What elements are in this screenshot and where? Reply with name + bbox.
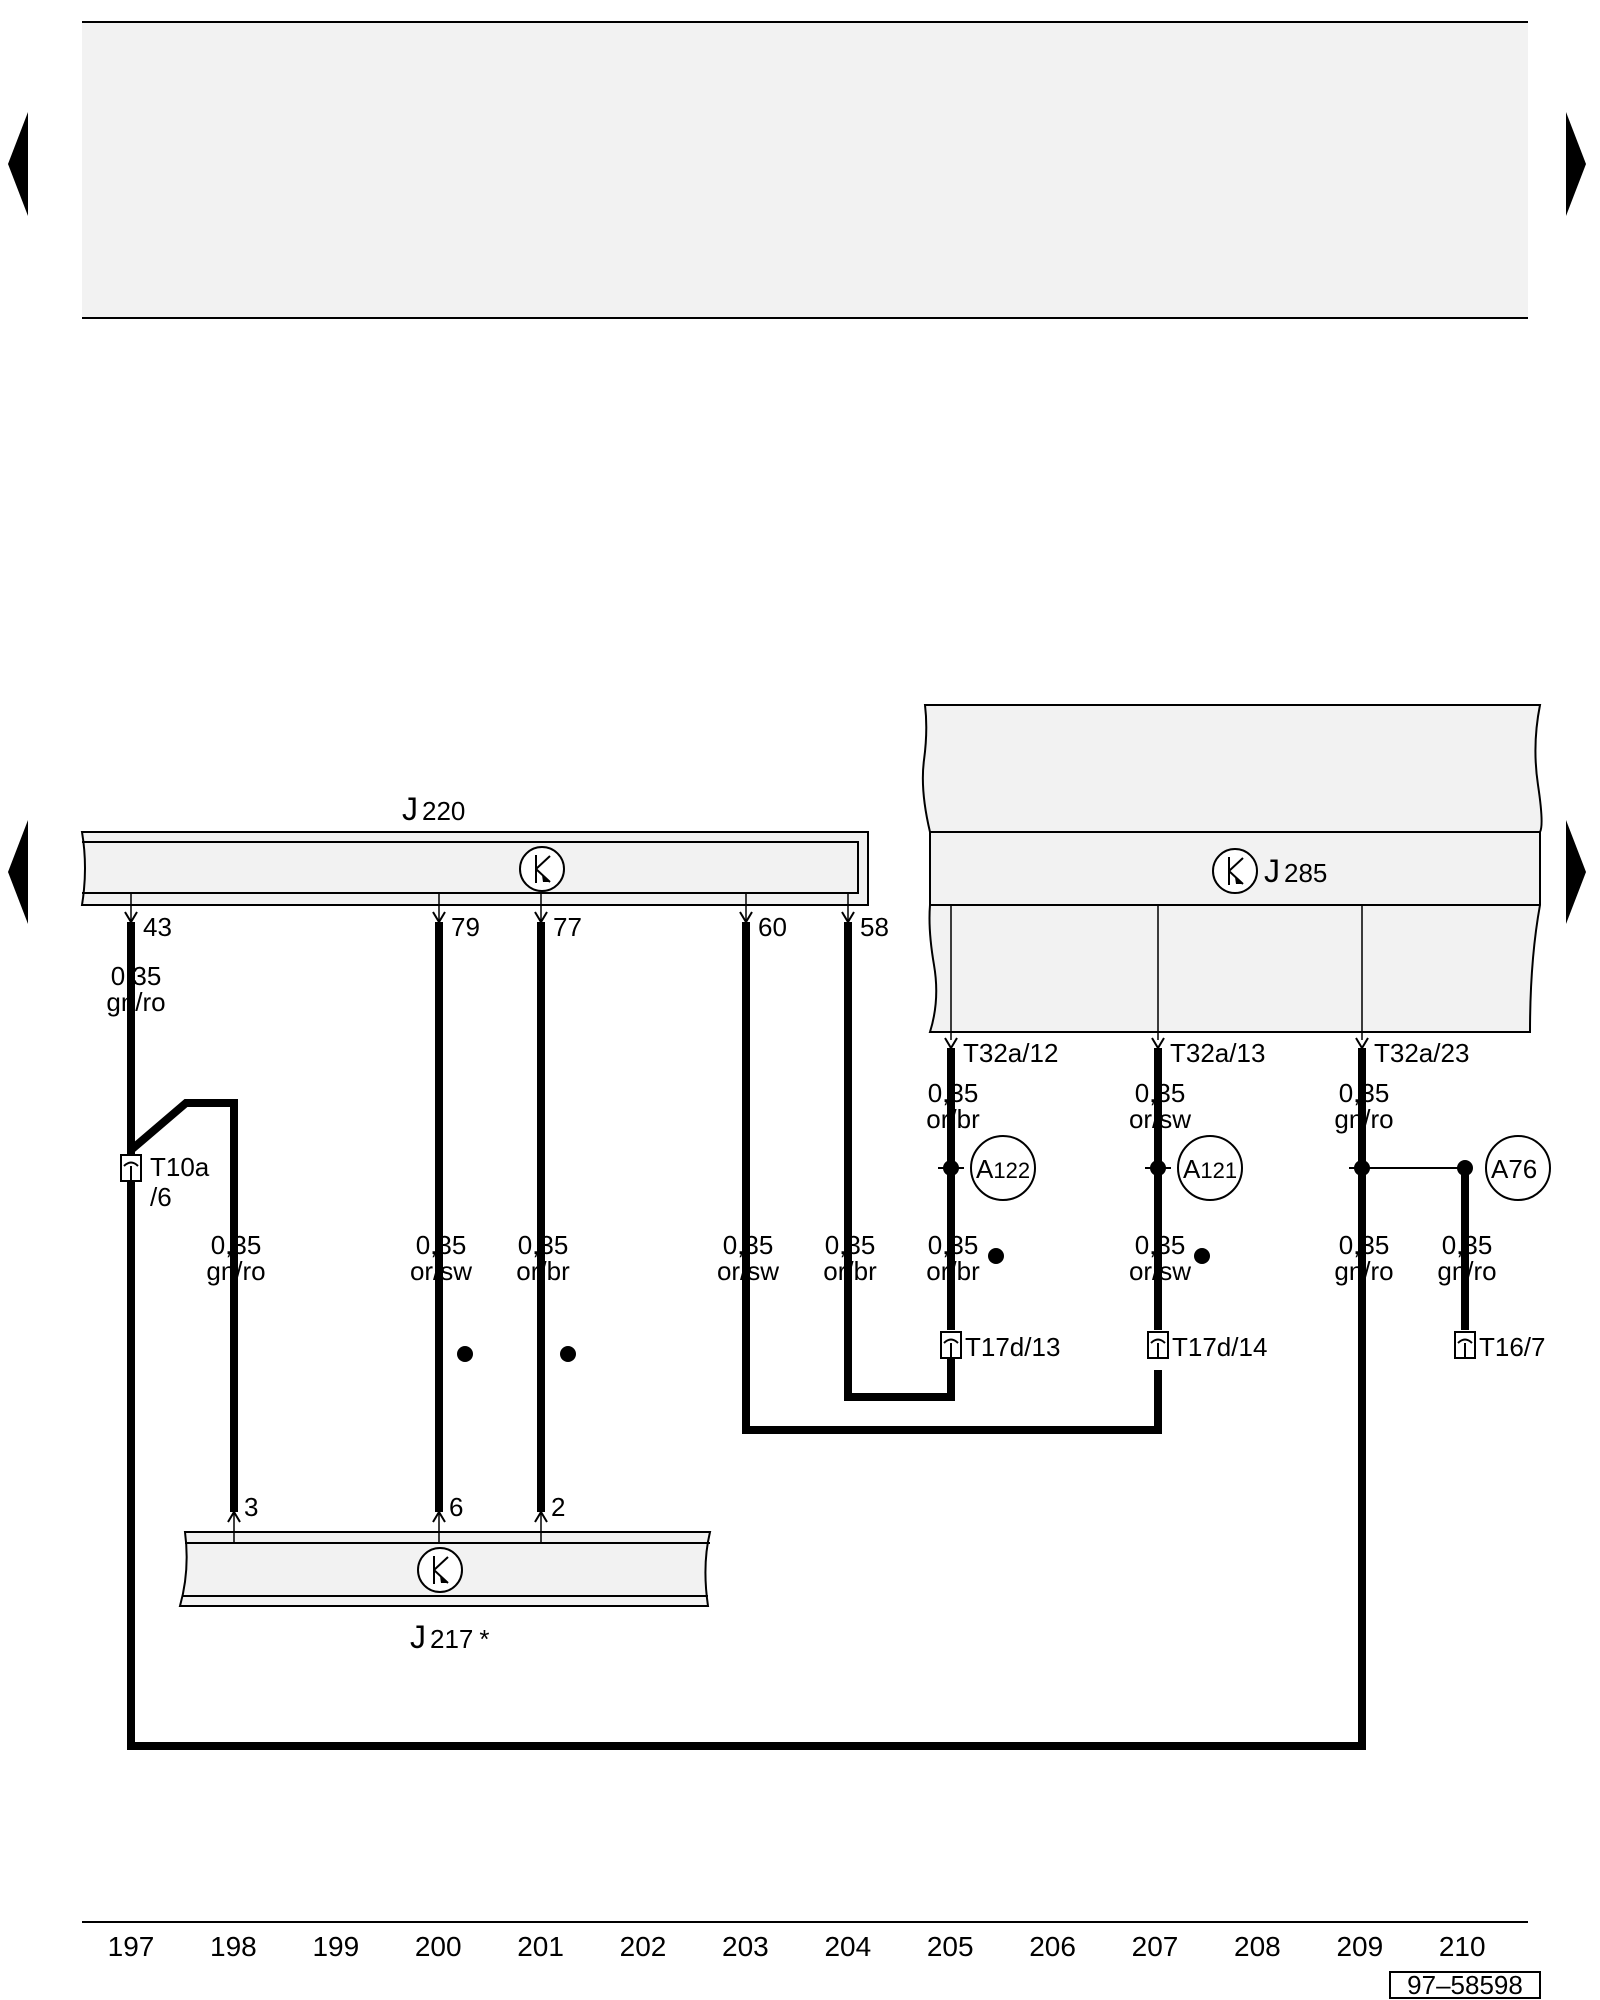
control-unit-symbol-icon [417,1547,463,1593]
connector-t17d14-icon [1147,1331,1169,1359]
wire-204-color: or/br [823,1256,877,1286]
column-number: 207 [1132,1931,1179,1962]
connector-t17d14-label: T17d/14 [1172,1332,1267,1362]
next-page-arrow-icon[interactable] [1566,112,1586,216]
splice-a76: A76 [1485,1135,1551,1201]
wire-210-size: 0,35 [1442,1230,1493,1260]
pin-t32a-23: T32a/23 [1374,1038,1469,1068]
connector-symbols [120,1154,1476,1359]
connector-t16-7-label: T16/7 [1479,1332,1546,1362]
splice-a122: A122 [970,1135,1036,1201]
connector-t10a-icon [120,1154,142,1182]
pin-2: 2 [551,1492,565,1522]
control-unit-symbol-icon [1212,848,1258,894]
wire-209b-color: gn/ro [1334,1256,1393,1286]
column-number: 210 [1439,1931,1486,1962]
pin-43: 43 [143,912,172,942]
connector-t17d13-icon [940,1331,962,1359]
column-number: 203 [722,1931,769,1962]
column-number: 202 [620,1931,667,1962]
splice-a121: A121 [1177,1135,1243,1201]
wire-203-size: 0,35 [723,1230,774,1260]
wire-207a-size: 0,35 [1135,1078,1186,1108]
column-number: 199 [312,1931,359,1962]
wire-201-size: 0,35 [518,1230,569,1260]
wire-205b-size: 0,35 [928,1230,979,1260]
wire-200-size: 0,35 [416,1230,467,1260]
wire-205a-size: 0,35 [928,1078,979,1108]
top-panel [82,22,1528,318]
svg-text:A122: A122 [976,1154,1030,1184]
column-number: 208 [1234,1931,1281,1962]
reference-number: 97–58598 [1407,1970,1523,2000]
pin-stubs [130,893,849,1543]
wire-200-color: or/sw [410,1256,472,1286]
svg-text:A76: A76 [1491,1154,1537,1184]
reference-box: 97–58598 [1389,1970,1541,2000]
column-number: 206 [1029,1931,1076,1962]
wire-197 [127,922,1366,1750]
column-number: 204 [824,1931,871,1962]
pin-t32a-12: T32a/12 [963,1038,1058,1068]
pin-58: 58 [860,912,889,942]
column-number: 209 [1336,1931,1383,1962]
wire-201-color: or/br [516,1256,570,1286]
pin-3: 3 [244,1492,258,1522]
column-number: 200 [415,1931,462,1962]
wire-204 [844,922,955,1401]
column-numbers: 197 198 199 200 201 202 203 204 205 206 207 208 209 2… [108,1931,1486,1962]
wire-labels: 0,35 gn/ro 0,35 gn/ro 0,35 or/sw 0,35 or… [106,961,1496,1286]
pin-79: 79 [451,912,480,942]
connector-t16-7-icon [1454,1331,1476,1359]
wire-204-size: 0,35 [825,1230,876,1260]
wire-198-size: 0,35 [211,1230,262,1260]
wire-197-color: gn/ro [106,987,165,1017]
wire-209b-size: 0,35 [1339,1230,1390,1260]
pin-60: 60 [758,912,787,942]
pin-6: 6 [449,1492,463,1522]
connector-t10a-label: T10a [150,1152,210,1182]
column-number: 201 [517,1931,564,1962]
wire-207a-color: or/sw [1129,1104,1191,1134]
wire-203-color: or/sw [717,1256,779,1286]
wire-210-color: gn/ro [1437,1256,1496,1286]
next-section-arrow-icon[interactable] [1566,820,1586,924]
wire-198 [128,1099,238,1512]
wire-209a-color: gn/ro [1334,1104,1393,1134]
wire-205a-color: or/br [926,1104,980,1134]
column-number: 197 [108,1931,155,1962]
wire-203 [742,922,1162,1434]
prev-page-arrow-icon[interactable] [8,112,28,216]
pin-77: 77 [553,912,582,942]
wire-198-color: gn/ro [206,1256,265,1286]
prev-section-arrow-icon[interactable] [8,820,28,924]
control-unit-symbol-icon [519,846,565,892]
svg-text:A121: A121 [1183,1154,1237,1184]
wire-205b-color: or/br [926,1256,980,1286]
wire-207b-size: 0,35 [1135,1230,1186,1260]
pin-t32a-13: T32a/13 [1170,1038,1265,1068]
connector-t17d13-label: T17d/13 [965,1332,1060,1362]
wire-209a-size: 0,35 [1339,1078,1390,1108]
column-number: 205 [927,1931,974,1962]
wire-197-size: 0,35 [111,961,162,991]
column-number: 198 [210,1931,257,1962]
connector-t10a-pin: /6 [150,1182,172,1212]
wire-207b-color: or/sw [1129,1256,1191,1286]
